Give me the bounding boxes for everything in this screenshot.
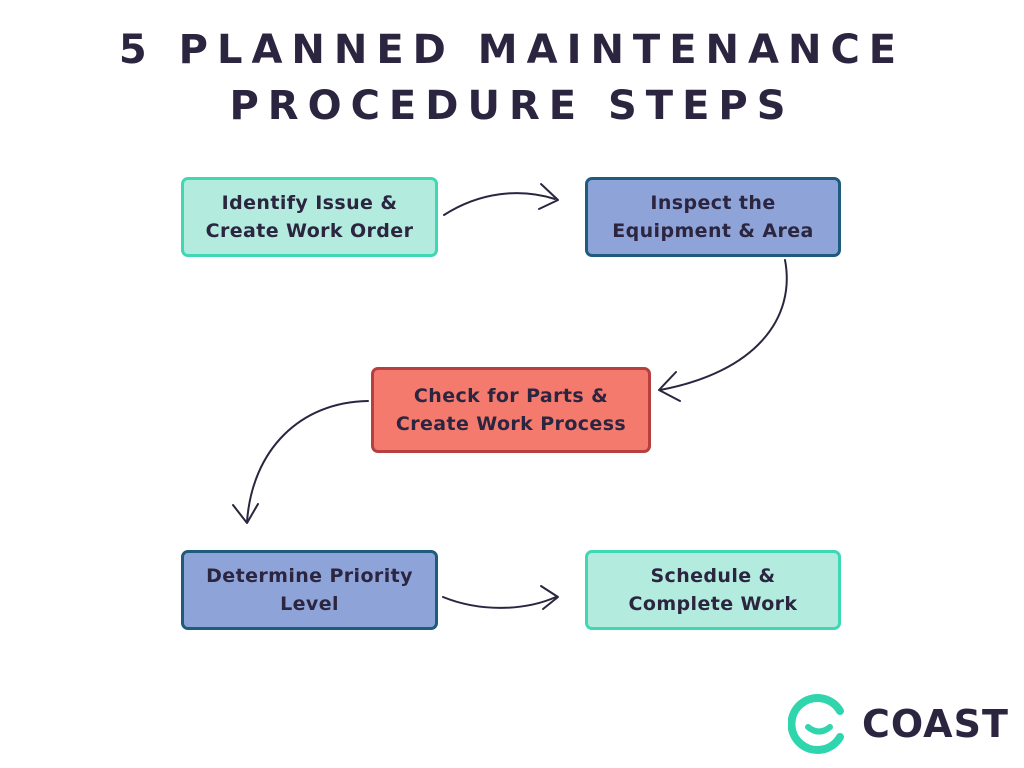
arrow-step3-to-step4 [232, 400, 369, 524]
arrow-step1-to-step2 [443, 183, 559, 216]
logo-wordmark: COAST [862, 702, 1009, 746]
step-inspect-equipment-box: Inspect the Equipment & Area [585, 177, 841, 257]
step-3-label-line-1: Check for Parts & [413, 385, 609, 407]
step-identify-issue-box: Identify Issue & Create Work Order [181, 177, 438, 257]
step-1-label-line-2: Create Work Order [205, 220, 414, 242]
step-schedule-complete-box: Schedule & Complete Work [585, 550, 841, 630]
step-4-label-line-2: Level [280, 593, 339, 615]
title-line-2: PROCEDURE STEPS [229, 83, 795, 129]
step-2-label-line-2: Equipment & Area [612, 220, 814, 242]
coast-logo-icon [788, 694, 844, 754]
step-2-label-line-1: Inspect the [650, 192, 776, 214]
step-4-label-line-1: Determine Priority [206, 565, 413, 587]
step-5-label-line-2: Complete Work [628, 593, 798, 615]
step-1-label-line-1: Identify Issue & [221, 192, 398, 214]
step-check-parts-box: Check for Parts & Create Work Process [371, 367, 651, 453]
coast-logo: COAST [788, 693, 1018, 755]
page-title: 5 PLANNED MAINTENANCE PROCEDURE STEPS [0, 22, 1024, 134]
step-determine-priority-box: Determine Priority Level [181, 550, 438, 630]
step-3-label-line-2: Create Work Process [395, 413, 627, 435]
arrow-step4-to-step5 [442, 585, 559, 610]
arrow-step2-to-step3 [658, 259, 788, 402]
step-5-label-line-1: Schedule & [650, 565, 776, 587]
title-line-1: 5 PLANNED MAINTENANCE [118, 27, 906, 73]
